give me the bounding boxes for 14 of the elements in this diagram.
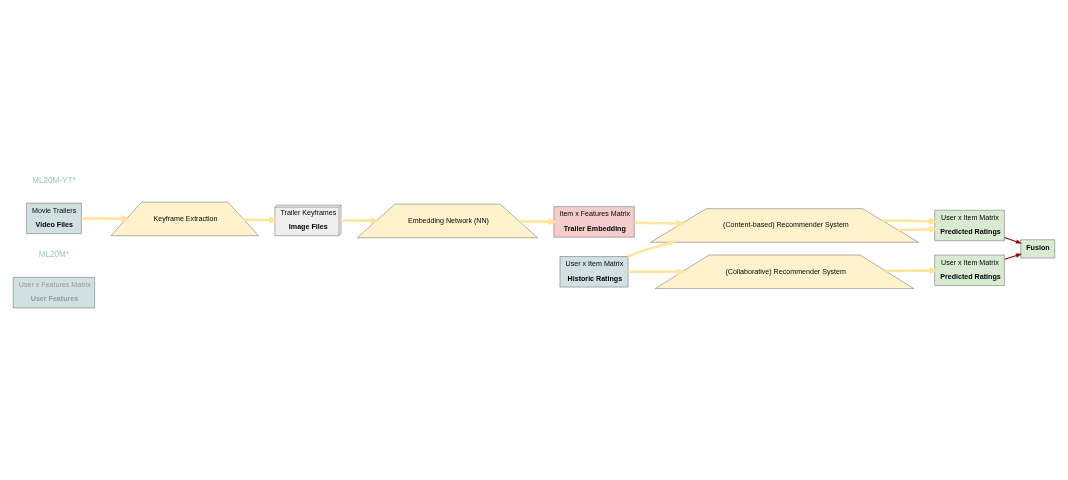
arrow — [897, 225, 938, 234]
arrow — [244, 216, 278, 224]
arrow — [1003, 236, 1022, 244]
arrow — [882, 217, 938, 226]
arrow — [885, 266, 938, 275]
label: ML20M* — [38, 250, 70, 260]
arrow — [519, 217, 557, 226]
arrow — [1003, 253, 1023, 260]
arrow — [628, 268, 686, 276]
node-label: ML20M-YT* — [32, 176, 76, 186]
arrow — [341, 216, 380, 225]
arrow — [81, 214, 130, 223]
arrow — [634, 219, 685, 228]
connector — [627, 241, 675, 258]
